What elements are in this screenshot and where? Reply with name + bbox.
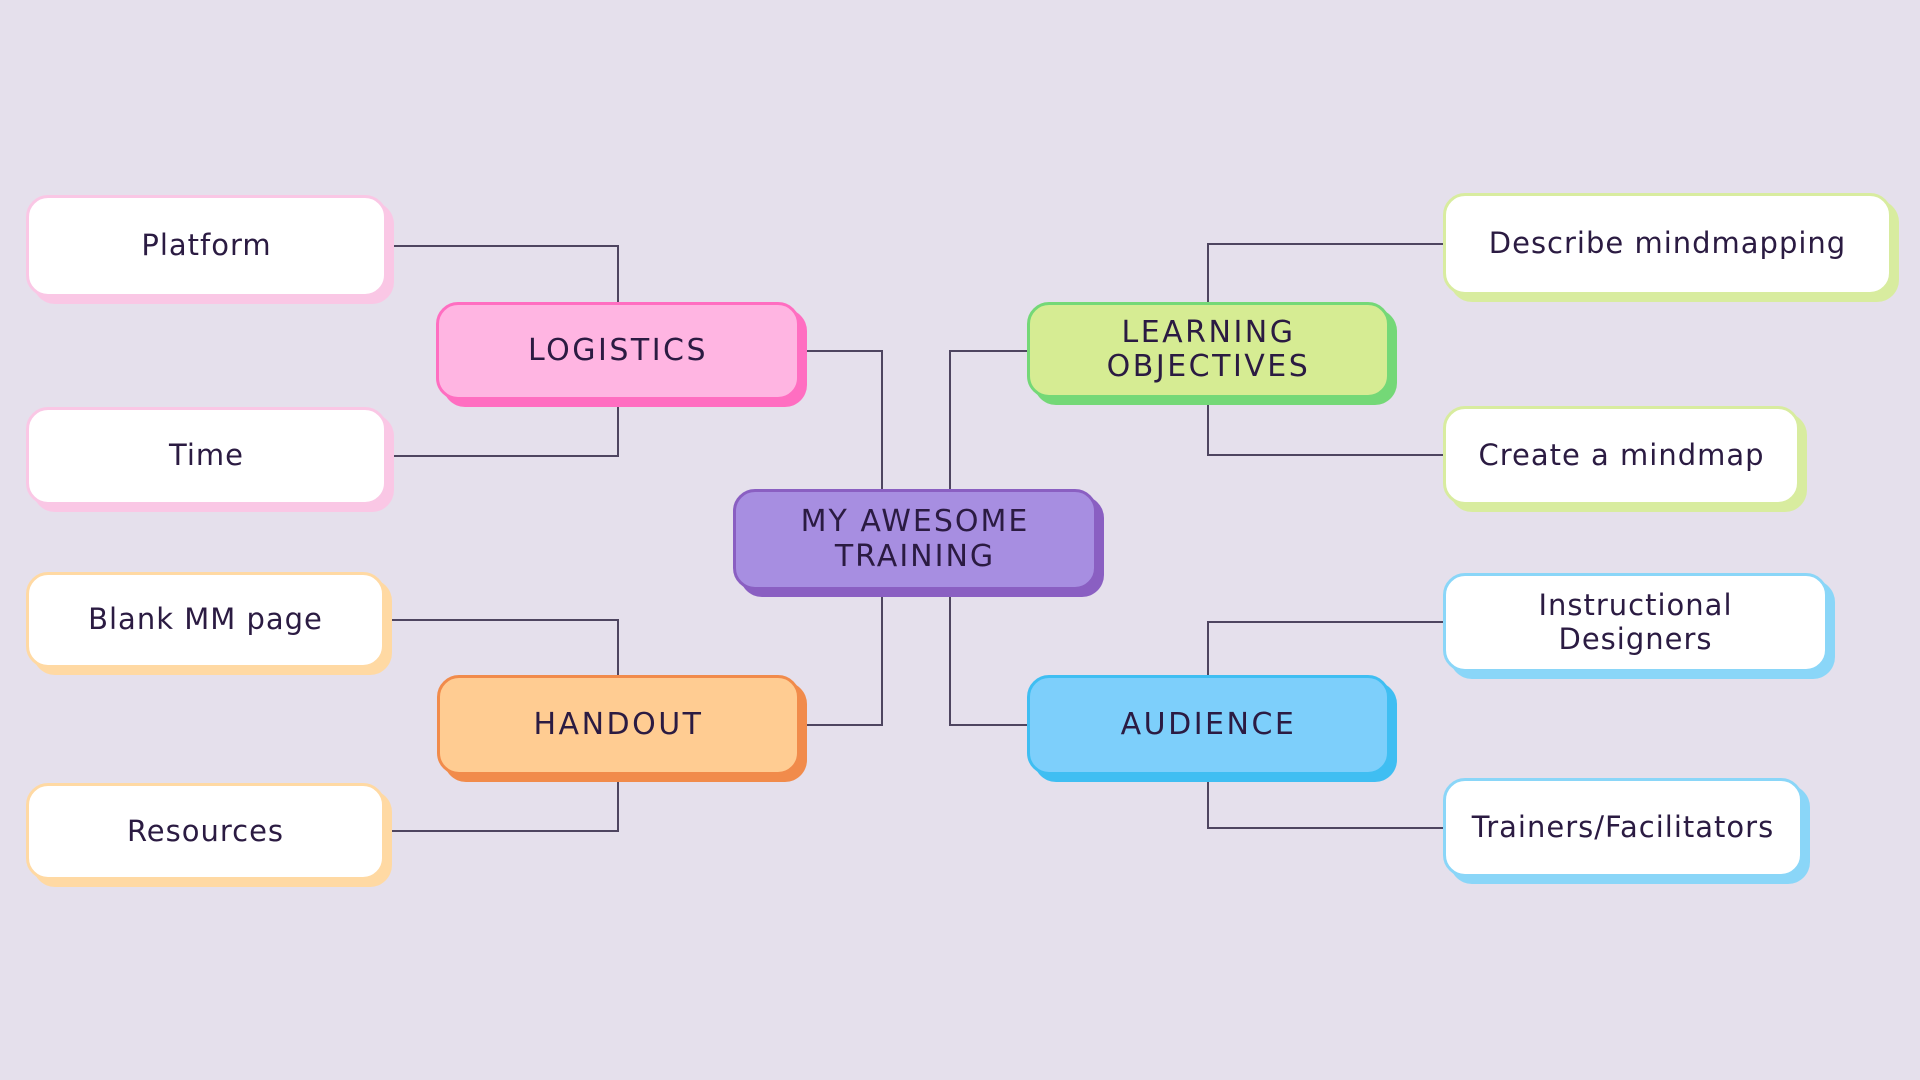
node-label: Describe mindmapping: [1488, 226, 1847, 261]
connector-center-logistics: [800, 350, 883, 489]
leaf-create-a-mindmap[interactable]: Create a mindmap: [1443, 406, 1800, 505]
node-handout[interactable]: HANDOUT: [437, 675, 800, 775]
node-center-topic[interactable]: MY AWESOME TRAINING: [733, 489, 1097, 590]
node-label: HANDOUT: [533, 706, 704, 742]
node-label: Instructional Designers: [1538, 588, 1733, 656]
connector-center-learning-objectives: [949, 350, 1027, 489]
node-label: Blank MM page: [88, 602, 323, 637]
node-learning-objectives[interactable]: LEARNING OBJECTIVES: [1027, 302, 1390, 398]
connector-audience-instructional: [1207, 621, 1443, 675]
node-label: Trainers/Facilitators: [1471, 809, 1775, 844]
connector-audience-trainers: [1207, 775, 1443, 829]
node-audience[interactable]: AUDIENCE: [1027, 675, 1390, 775]
leaf-resources[interactable]: Resources: [26, 783, 385, 880]
connector-learning-describe: [1207, 243, 1443, 302]
node-label: LEARNING OBJECTIVES: [1106, 314, 1311, 384]
leaf-trainers-facilitators[interactable]: Trainers/Facilitators: [1443, 778, 1803, 877]
connector-handout-resources: [385, 775, 619, 832]
node-label: AUDIENCE: [1120, 706, 1297, 742]
node-label: Resources: [126, 813, 285, 848]
leaf-platform[interactable]: Platform: [26, 195, 387, 297]
connector-center-handout: [800, 590, 883, 726]
leaf-time[interactable]: Time: [26, 407, 387, 505]
connector-handout-blank-mm-page: [385, 619, 619, 675]
node-label: Platform: [141, 228, 272, 263]
leaf-instructional-designers[interactable]: Instructional Designers: [1443, 573, 1828, 672]
node-label: MY AWESOME TRAINING: [800, 504, 1030, 574]
node-logistics[interactable]: LOGISTICS: [436, 302, 800, 400]
connector-logistics-time: [387, 400, 619, 457]
leaf-describe-mindmapping[interactable]: Describe mindmapping: [1443, 193, 1892, 295]
node-label: Create a mindmap: [1478, 437, 1765, 472]
node-label: LOGISTICS: [527, 332, 709, 368]
leaf-blank-mm-page[interactable]: Blank MM page: [26, 572, 385, 668]
node-label: Time: [169, 438, 244, 473]
connector-learning-create: [1207, 398, 1443, 456]
connector-center-audience: [949, 590, 1027, 726]
connector-logistics-platform: [387, 245, 619, 302]
